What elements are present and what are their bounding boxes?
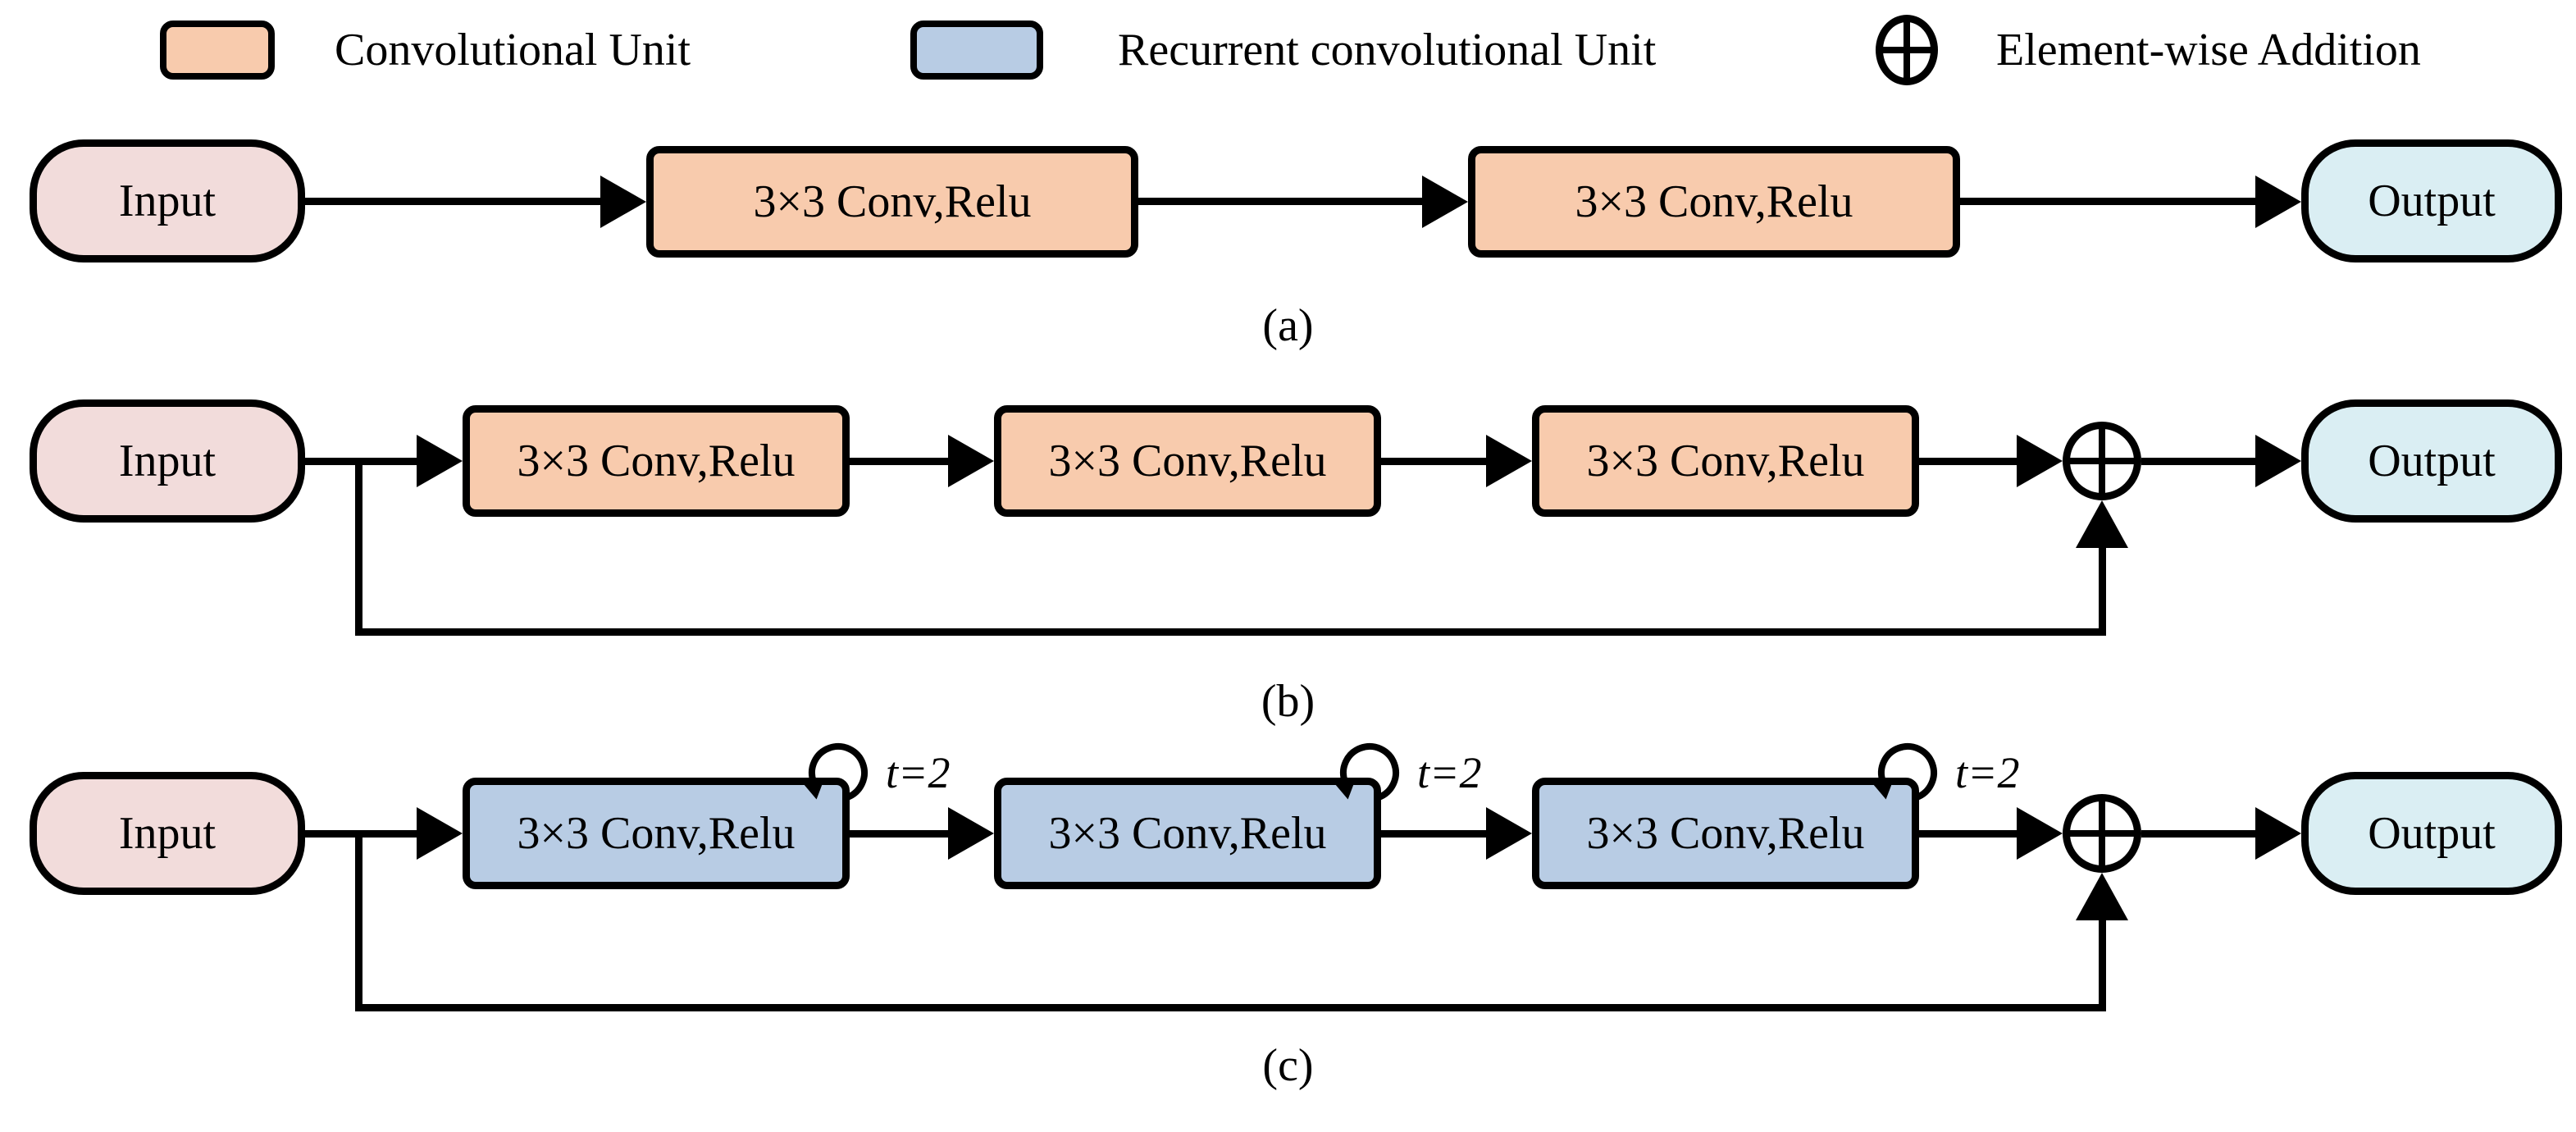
skip-connection-drop-line [355,461,362,636]
conv-unit: 3×3 Conv,Relu [994,405,1381,517]
legend-swatch-convolutional-unit [160,21,275,80]
recurrent-conv-unit: 3×3 Conv,Relu [1532,778,1919,889]
conv-unit: 3×3 Conv,Relu [463,405,850,517]
conv-unit: 3×3 Conv,Relu [646,146,1138,258]
arrowhead-right-icon [417,807,463,860]
arrowhead-right-icon [1486,435,1532,487]
arrow-line [850,458,948,465]
elementwise-addition-icon [1876,15,1938,85]
arrow-line [1960,198,2257,205]
input-node: Input [30,139,305,262]
self-loop-icon [1872,743,1937,801]
plus-vertical-bar [2099,429,2105,493]
skip-connection-bottom-line [355,628,2106,636]
conv-unit: 3×3 Conv,Relu [1468,146,1960,258]
recurrence-t-label: t=2 [886,748,951,797]
arrowhead-right-icon [1422,176,1468,228]
legend-label-recurrent-conv-unit: Recurrent convolutional Unit [1118,25,1657,75]
skip-connection-bottom-line [355,1004,2106,1011]
output-node: Output [2301,772,2562,895]
output-node: Output [2301,399,2562,523]
self-loop-icon [803,743,868,801]
self-loop-icon [1334,743,1399,801]
arrow-line [2141,458,2255,465]
arrowhead-right-icon [2255,176,2301,228]
recurrence-t-label: t=2 [1955,748,2020,797]
input-node: Input [30,399,305,523]
arrowhead-up-icon [2076,500,2128,548]
legend-swatch-recurrent-conv-unit [910,21,1043,80]
recurrent-conv-unit: 3×3 Conv,Relu [463,778,850,889]
plus-vertical-bar [2099,801,2105,865]
arrowhead-right-icon [600,176,646,228]
arrow-line [1381,458,1486,465]
skip-connection-rise-line [2099,915,2106,1009]
arrowhead-right-icon [2255,435,2301,487]
arrow-line [1381,830,1486,838]
recurrent-conv-unit: 3×3 Conv,Relu [994,778,1381,889]
elementwise-addition-node [2063,422,2141,500]
recurrence-t-label: t=2 [1417,748,1482,797]
arrowhead-right-icon [948,807,994,860]
output-node: Output [2301,139,2562,262]
arrowhead-right-icon [417,435,463,487]
elementwise-addition-node [2063,794,2141,873]
arrowhead-right-icon [2017,807,2063,860]
arrow-line [850,830,948,838]
arrow-line [1919,830,2017,838]
arrowhead-right-icon [2017,435,2063,487]
arrowhead-right-icon [948,435,994,487]
arrowhead-right-icon [2255,807,2301,860]
caption-c: (c) [1262,1040,1314,1091]
legend-label-convolutional-unit: Convolutional Unit [335,25,691,75]
input-node: Input [30,772,305,895]
arrowhead-right-icon [1486,807,1532,860]
caption-b: (b) [1261,676,1315,727]
arrow-line [2141,830,2255,838]
arrow-line [1919,458,2017,465]
legend-label-elementwise-addition: Element-wise Addition [1996,25,2421,75]
caption-a: (a) [1262,300,1314,351]
arrow-line [1138,198,1424,205]
conv-unit: 3×3 Conv,Relu [1532,405,1919,517]
skip-connection-rise-line [2099,543,2106,633]
arrow-line [305,198,602,205]
skip-connection-drop-line [355,833,362,1011]
arrowhead-up-icon [2076,873,2128,920]
plus-vertical-bar [1904,22,1910,78]
